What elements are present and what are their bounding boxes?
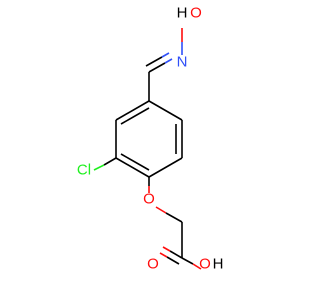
carbonyl-o-label: O bbox=[147, 256, 159, 273]
c-n-double-bond bbox=[145, 56, 163, 67]
acid-o-label: O bbox=[199, 256, 211, 273]
c-oh-bond bbox=[192, 263, 202, 270]
ring-bond bbox=[120, 107, 150, 125]
oxyacetic-acid-chain bbox=[148, 177, 202, 270]
ring-bond bbox=[148, 157, 183, 178]
benzene-ring bbox=[115, 100, 183, 178]
c-o-double-bond bbox=[169, 250, 183, 259]
ring-bond bbox=[115, 100, 150, 121]
c-n-double-bond bbox=[164, 58, 173, 64]
o-ch2-bond bbox=[165, 212, 183, 223]
oxime-n-label: N bbox=[177, 54, 188, 71]
hydroxyl-h-label: H bbox=[177, 5, 188, 22]
ether-o-label: O bbox=[143, 191, 155, 208]
o-ch2-bond bbox=[155, 206, 167, 214]
c-o-double-bond bbox=[162, 246, 171, 252]
c-oh-bond bbox=[181, 257, 194, 265]
c-n-double-bond bbox=[148, 62, 166, 73]
oxime-o-label: O bbox=[190, 5, 202, 22]
oxime-group bbox=[145, 28, 183, 101]
ring-bond bbox=[115, 157, 150, 178]
ring-bond bbox=[120, 153, 150, 171]
c-o-double-bond bbox=[166, 256, 180, 265]
chlorine-label: Cl bbox=[77, 162, 91, 179]
acid-h-label: H bbox=[213, 256, 224, 273]
ring-bond bbox=[148, 100, 183, 121]
c-n-double-bond bbox=[161, 52, 170, 58]
c-cl-bond bbox=[103, 157, 117, 166]
c-cl-bond bbox=[93, 164, 105, 171]
molecule-structure: H O N Cl O O O H bbox=[77, 5, 224, 273]
c-o-double-bond bbox=[159, 252, 168, 258]
